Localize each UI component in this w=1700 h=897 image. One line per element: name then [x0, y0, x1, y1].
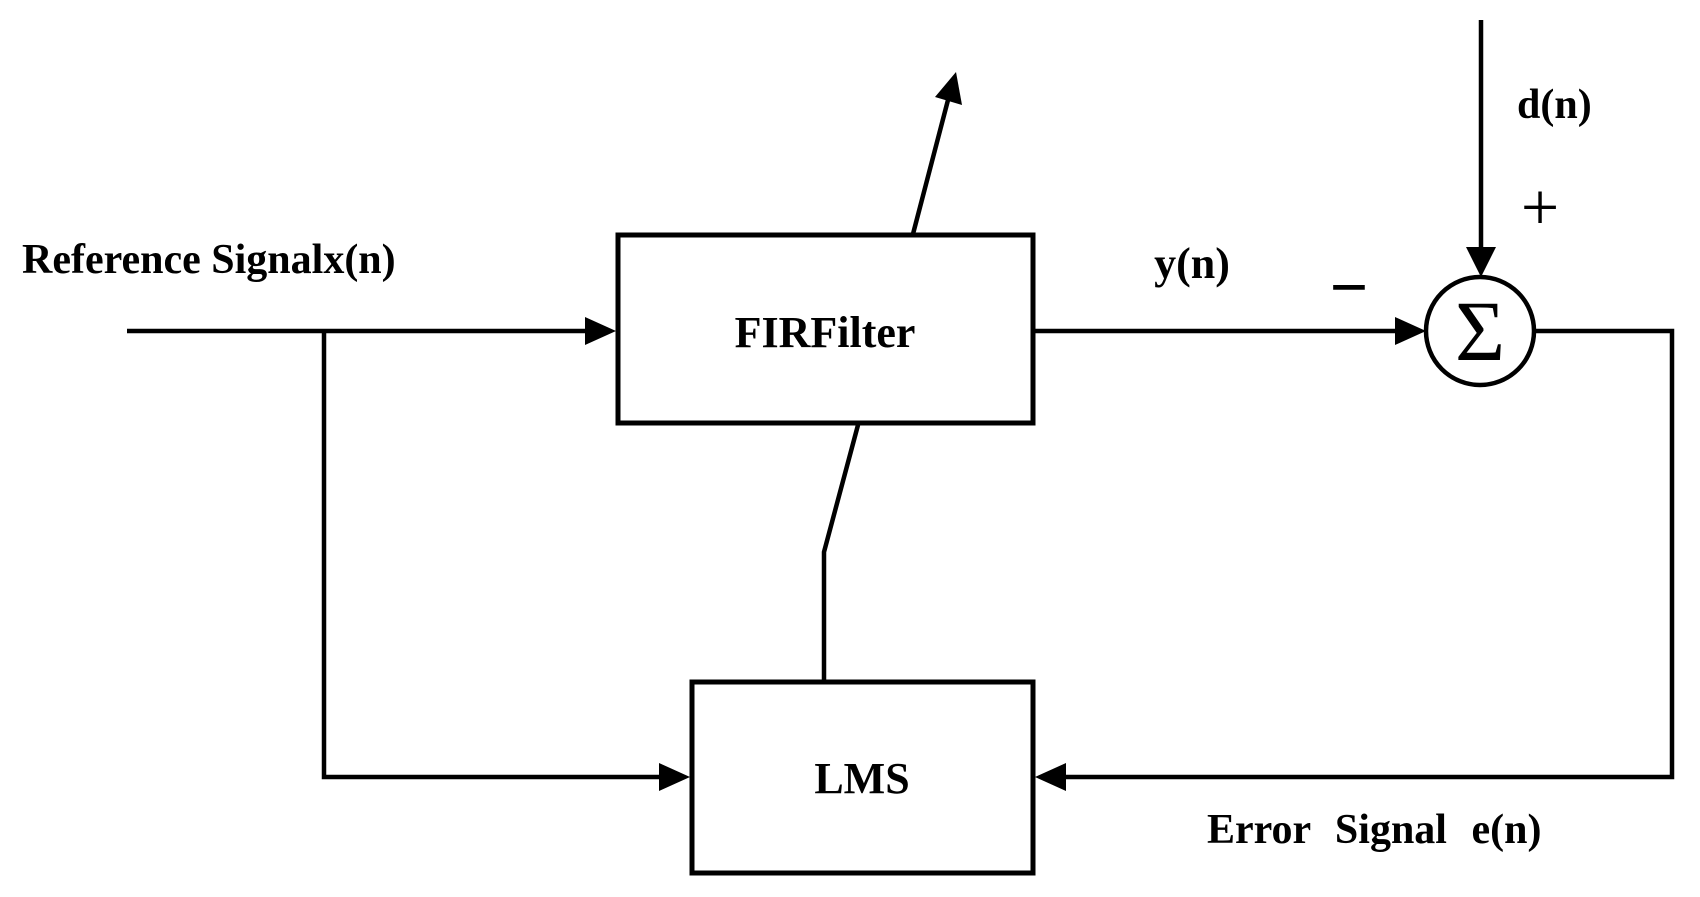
filter-adaptation-line [910, 99, 951, 235]
lms-label: LMS [814, 754, 909, 803]
sigma-symbol: Σ [1455, 283, 1505, 379]
lms-input-arrowhead [659, 763, 690, 791]
sum-input-arrowhead [1395, 317, 1426, 345]
fir-input-arrowhead [585, 317, 616, 345]
fir-filter-label: FIRFilter [735, 308, 916, 357]
filter-adaptation-arrowhead [935, 72, 962, 105]
weight-update-line [821, 424, 861, 682]
filter-output-label: y(n) [1154, 239, 1230, 288]
minus-sign: − [1330, 249, 1369, 325]
lms-error-arrowhead [1035, 763, 1066, 791]
desired-input-arrowhead [1466, 247, 1496, 277]
desired-signal-label: d(n) [1517, 82, 1592, 128]
error-signal-label: Error Signal e(n) [1207, 807, 1541, 853]
plus-sign: + [1521, 169, 1559, 245]
error-feedback-line [1066, 328, 1675, 780]
reference-signal-label: Reference Signalx(n) [22, 237, 396, 283]
lms-block [689, 679, 1036, 876]
reference-branch-line [321, 331, 664, 780]
